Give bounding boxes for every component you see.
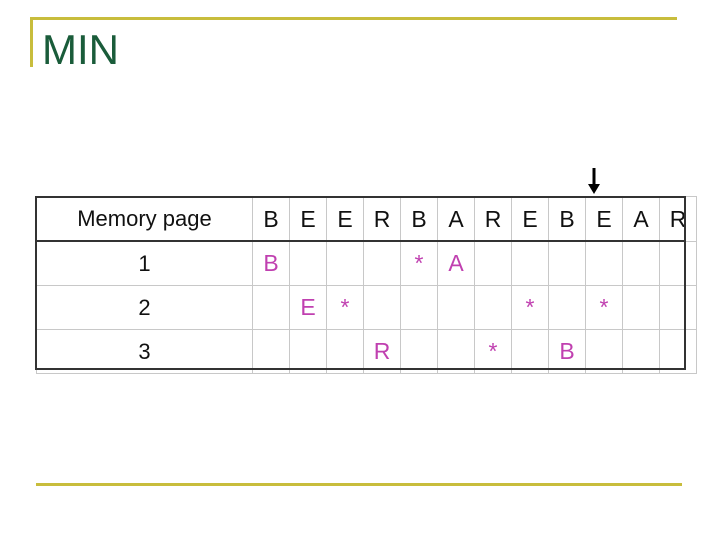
frame-cell [437,329,475,374]
frame-cell [511,329,549,374]
reference-cell: B [548,196,586,242]
memory-page-table: Memory page B E E R B A R E B E A R 1 B … [36,196,697,374]
frame-cell: * [474,329,512,374]
reference-cell: A [437,196,475,242]
frame-cell: * [511,285,549,330]
reference-cell: E [326,196,364,242]
frame-cell: * [585,285,623,330]
reference-cell: A [622,196,660,242]
frame-cell [326,241,364,286]
header-label: Memory page [36,196,253,242]
frame-cell: * [326,285,364,330]
memory-row-2: 2 E * * * [36,285,697,330]
reference-cell: R [474,196,512,242]
reference-cell: B [252,196,290,242]
frame-cell [659,241,697,286]
frame-cell: A [437,241,475,286]
header-separator [36,240,685,242]
frame-cell [289,329,327,374]
frame-cell [363,285,401,330]
frame-cell: B [548,329,586,374]
frame-cell [622,329,660,374]
frame-cell [659,285,697,330]
reference-cell: E [289,196,327,242]
frame-cell [585,241,623,286]
frame-cell [622,241,660,286]
reference-cell: R [363,196,401,242]
frame-cell [289,241,327,286]
reference-cell: R [659,196,697,242]
top-rule [30,17,677,20]
memory-row-3: 3 R * B [36,329,697,374]
reference-cell: B [400,196,438,242]
frame-cell [400,329,438,374]
row-label: 3 [36,329,253,374]
frame-cell [511,241,549,286]
page-title: MIN [42,26,119,73]
row-label: 2 [36,285,253,330]
frame-cell [363,241,401,286]
reference-cell: E [511,196,549,242]
frame-cell: B [252,241,290,286]
frame-cell [548,285,586,330]
reference-string-row: Memory page B E E R B A R E B E A R [36,196,697,242]
frame-cell [400,285,438,330]
row-label: 1 [36,241,253,286]
left-rule [30,17,33,67]
frame-cell [622,285,660,330]
frame-cell [474,285,512,330]
frame-cell [474,241,512,286]
memory-row-1: 1 B * A [36,241,697,286]
frame-cell: R [363,329,401,374]
frame-cell: E [289,285,327,330]
frame-cell [437,285,475,330]
frame-cell [326,329,364,374]
down-arrow-icon [588,168,600,194]
frame-cell [252,285,290,330]
frame-cell [548,241,586,286]
bottom-rule [36,483,682,486]
frame-cell: * [400,241,438,286]
frame-cell [659,329,697,374]
frame-cell [585,329,623,374]
reference-cell: E [585,196,623,242]
frame-cell [252,329,290,374]
